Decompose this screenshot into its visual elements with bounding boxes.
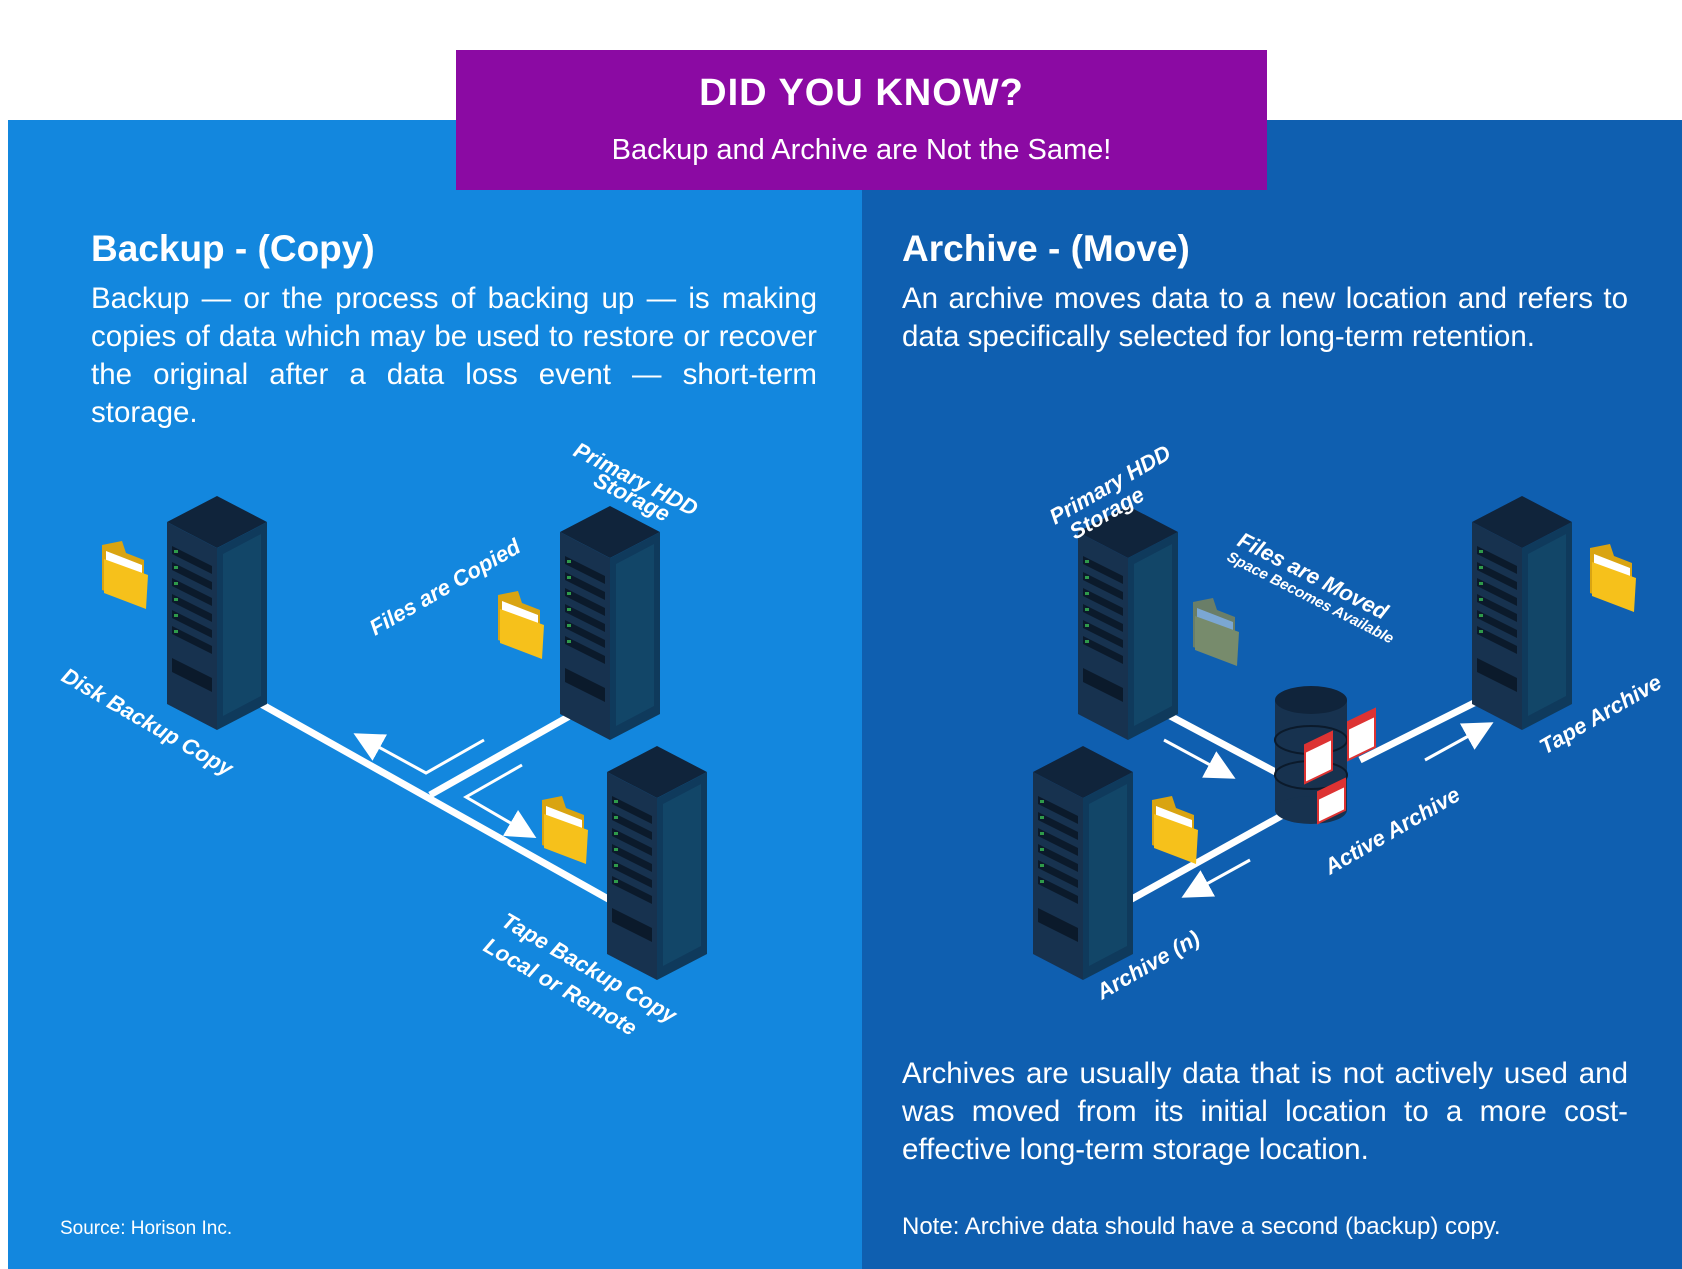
backup-heading: Backup - (Copy) [91,228,375,269]
server-icon [1472,496,1572,730]
backup-connector [243,691,612,904]
folder-icon [102,541,148,609]
folder-icon [498,591,544,659]
server-icon [607,746,707,980]
folder-icon [542,796,588,864]
server-icon [1033,746,1133,980]
archive-description: An archive moves data to a new location … [902,282,1628,353]
arrow-icon [463,763,537,839]
backup-panel [8,120,862,1269]
server-icon [1078,506,1178,740]
server-icon [167,496,267,730]
arrow-icon [1163,738,1236,779]
arrow-icon [1181,858,1251,898]
banner-subtitle: Backup and Archive are Not the Same! [611,134,1112,166]
source-credit: Source: Horison Inc. [60,1218,233,1239]
folder-icon [1590,544,1636,612]
did-you-know-banner: DID YOU KNOW? Backup and Archive are Not… [456,50,1267,190]
folder-icon [1152,796,1198,864]
backup-diagram: Primary HDD Storage Files are Copied Dis… [58,437,707,1041]
server-icon [560,506,660,740]
archive-heading: Archive - (Move) [902,228,1190,269]
folder-icon [1193,598,1239,666]
arrow-icon [1424,722,1494,762]
backup-description: Backup — or the process of backing up — … [91,282,817,429]
archive-note: Note: Archive data should have a second … [902,1213,1501,1240]
database-icon [1274,686,1376,825]
banner-title: DID YOU KNOW? [699,72,1024,114]
archive-footer-text: Archives are usually data that is not ac… [902,1057,1628,1166]
archive-diagram: Primary HDD Storage Files are Moved Spac… [1033,440,1666,1005]
archive-connector [1128,811,1285,904]
arrow-icon [353,733,485,775]
